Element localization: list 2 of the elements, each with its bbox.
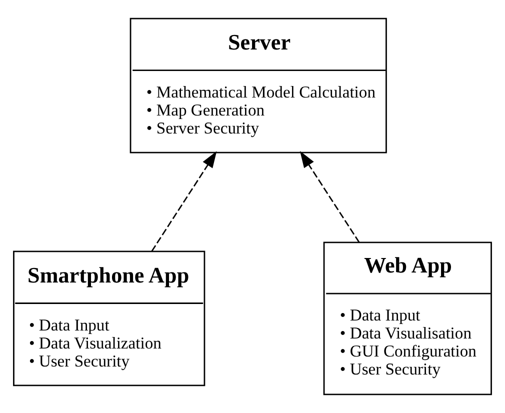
arrow — [300, 151, 360, 243]
arrow — [151, 151, 217, 252]
